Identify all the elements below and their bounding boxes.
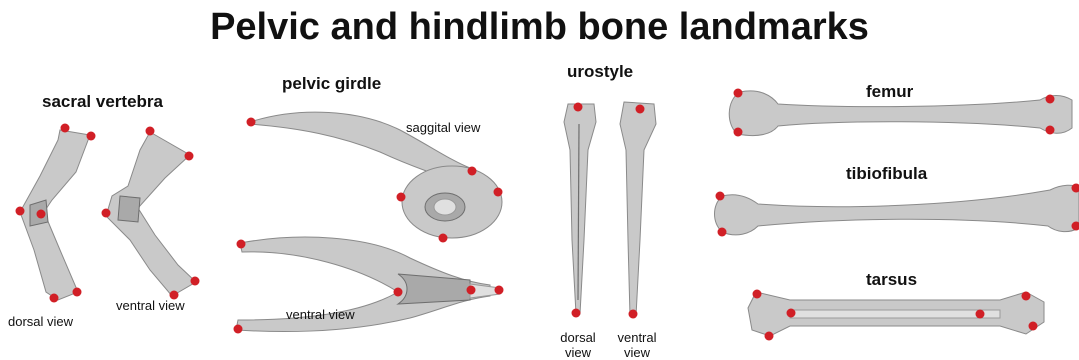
landmark-point bbox=[574, 103, 583, 112]
sacral-vertebra-title: sacral vertebra bbox=[42, 92, 163, 112]
landmark-point bbox=[1022, 292, 1031, 301]
landmark-point bbox=[87, 132, 96, 141]
landmark-point bbox=[185, 152, 194, 161]
tibiofibula-title: tibiofibula bbox=[846, 164, 927, 184]
landmark-point bbox=[237, 240, 246, 249]
landmark-point bbox=[234, 325, 243, 334]
landmark-point bbox=[787, 309, 796, 318]
landmark-point bbox=[394, 288, 403, 297]
tarsus-title: tarsus bbox=[866, 270, 917, 290]
tibiofibula-bone bbox=[715, 185, 1079, 235]
pelvic-ventral-view-label: ventral view bbox=[286, 307, 355, 322]
pelvic-saggital-view-label: saggital view bbox=[406, 120, 480, 135]
landmark-point bbox=[636, 105, 645, 114]
sacral-ventral-view-label: ventral view bbox=[116, 298, 185, 313]
landmark-point bbox=[1046, 126, 1055, 135]
landmark-point bbox=[572, 309, 581, 318]
urostyle-ventral bbox=[620, 102, 656, 316]
landmark-point bbox=[716, 192, 725, 201]
landmark-point bbox=[439, 234, 448, 243]
landmark-point bbox=[102, 209, 111, 218]
landmark-point bbox=[1046, 95, 1055, 104]
sacral-dorsal-view-label: dorsal view bbox=[8, 314, 73, 329]
landmark-point bbox=[718, 228, 727, 237]
landmark-point bbox=[734, 89, 743, 98]
landmark-point bbox=[397, 193, 406, 202]
landmark-point bbox=[16, 207, 25, 216]
landmark-point bbox=[765, 332, 774, 341]
urostyle-title: urostyle bbox=[567, 62, 633, 82]
landmark-point bbox=[467, 286, 476, 295]
urostyle-dorsal bbox=[564, 104, 596, 314]
sacral-vertebra-ventral bbox=[106, 132, 196, 296]
landmark-point bbox=[191, 277, 200, 286]
landmark-point bbox=[976, 310, 985, 319]
sacral-vertebra-dorsal bbox=[20, 130, 90, 300]
landmark-point bbox=[468, 167, 477, 176]
landmark-point bbox=[61, 124, 70, 133]
landmark-point bbox=[734, 128, 743, 137]
landmark-point bbox=[629, 310, 638, 319]
landmark-point bbox=[37, 210, 46, 219]
femur-title: femur bbox=[866, 82, 913, 102]
urostyle-dorsal-view-label: dorsal view bbox=[556, 330, 600, 360]
landmark-point bbox=[247, 118, 256, 127]
landmark-point bbox=[494, 188, 503, 197]
pelvic-girdle-title: pelvic girdle bbox=[282, 74, 381, 94]
landmark-point bbox=[753, 290, 762, 299]
pelvic-girdle-ventral bbox=[236, 237, 500, 331]
landmark-point bbox=[1029, 322, 1038, 331]
landmark-point bbox=[146, 127, 155, 136]
figure-title: Pelvic and hindlimb bone landmarks bbox=[0, 6, 1079, 49]
landmark-point bbox=[50, 294, 59, 303]
urostyle-ventral-view-label: ventral view bbox=[612, 330, 662, 360]
landmark-point bbox=[495, 286, 504, 295]
landmark-point bbox=[73, 288, 82, 297]
